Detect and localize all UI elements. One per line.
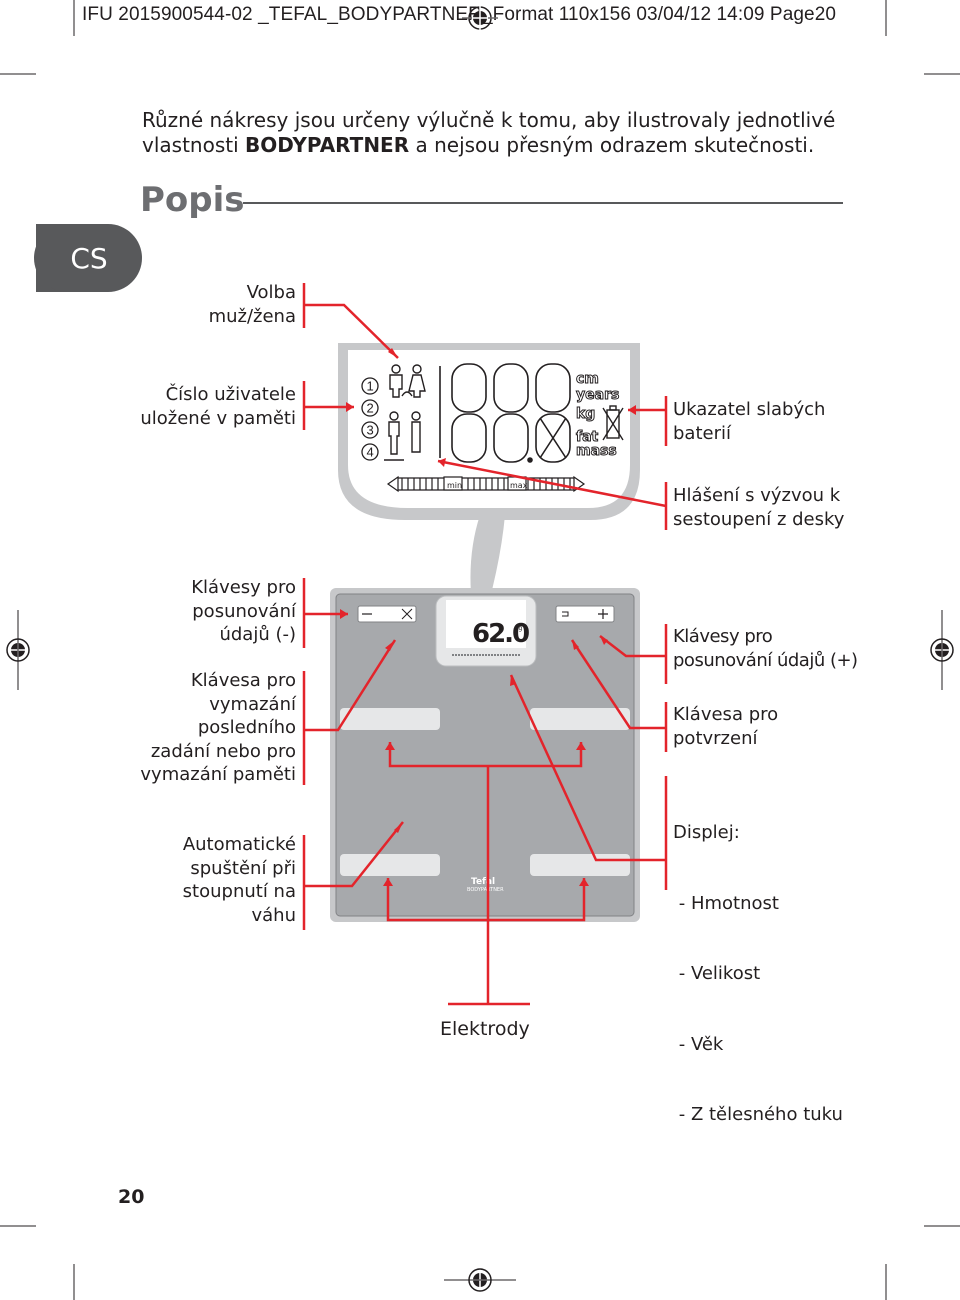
label-line: vymazání bbox=[209, 693, 296, 715]
label-line: Klávesa pro bbox=[190, 670, 296, 691]
label-gender-select: Volba muž/žena bbox=[209, 281, 296, 328]
label-line: potvrzení bbox=[673, 727, 758, 749]
registration-mark-top bbox=[462, 0, 498, 36]
label-line: Klávesa pro bbox=[673, 704, 779, 725]
user-4-label: 4 bbox=[367, 445, 374, 460]
lcd-digits bbox=[439, 363, 571, 463]
electrode-bottom-right bbox=[530, 854, 630, 876]
label-electrodes: Elektrody bbox=[440, 1018, 530, 1040]
unit-kg: kg bbox=[576, 406, 595, 422]
callout-arrowheads bbox=[340, 348, 636, 886]
intro-text-2: a nejsou přesným odrazem skutečnosti. bbox=[409, 133, 815, 157]
electrode-bottom-left bbox=[340, 854, 440, 876]
user-2-label: 2 bbox=[367, 401, 374, 416]
label-line: Číslo uživatele bbox=[165, 384, 296, 405]
label-line: Displej: bbox=[673, 822, 740, 843]
label-line: zadání nebo pro bbox=[150, 740, 296, 762]
electrode-top-right bbox=[530, 708, 630, 730]
label-scroll-minus: Klávesy pro posunování údajů (-) bbox=[191, 576, 296, 647]
label-line: Klávesy pro bbox=[191, 577, 296, 598]
bar-max-label: max bbox=[510, 481, 528, 490]
label-line: údajů (-) bbox=[219, 624, 296, 645]
label-line: muž/žena bbox=[208, 305, 296, 327]
intro-paragraph: Různé nákresy jsou určeny výlučně k tomu… bbox=[142, 108, 862, 158]
scale-body: 62.0 kg Tefal BODYPARTNER bbox=[330, 588, 640, 922]
unit-years: years bbox=[576, 387, 619, 403]
page-number: 20 bbox=[118, 1186, 145, 1208]
label-low-battery: Ukazatel slabých baterií bbox=[673, 398, 825, 445]
label-scroll-plus: Klávesy pro posunování údajů (+) bbox=[673, 625, 858, 672]
registration-mark-bottom bbox=[444, 1268, 516, 1292]
label-line: Klávesy pro bbox=[673, 626, 773, 647]
intro-text-1: Různé nákresy jsou určeny výlučně k tomu… bbox=[142, 108, 836, 157]
unit-mass: mass bbox=[576, 443, 617, 459]
label-line: - Velikost bbox=[673, 963, 761, 984]
electrode-top-left bbox=[340, 708, 440, 730]
user-1-label: 1 bbox=[367, 379, 374, 394]
section-rule bbox=[243, 202, 843, 204]
label-line: baterií bbox=[673, 422, 731, 444]
language-tab: CS bbox=[34, 224, 142, 292]
battery-icon bbox=[602, 405, 624, 441]
registration-mark-left bbox=[6, 610, 30, 690]
label-line: Ukazatel slabých bbox=[673, 399, 826, 420]
label-line: vymazání paměti bbox=[140, 764, 296, 785]
label-clear-key: Klávesa pro vymazání posledního zadání n… bbox=[140, 669, 296, 787]
section-title: Popis bbox=[140, 180, 245, 220]
label-line: - Z tělesného tuku bbox=[673, 1104, 843, 1125]
label-line: posledního bbox=[197, 717, 296, 738]
label-auto-on: Automatické spuštění při stoupnutí na vá… bbox=[183, 833, 296, 927]
bar-min-label: min bbox=[447, 481, 462, 490]
label-line: Hlášení s výzvou k bbox=[673, 485, 841, 506]
intro-brand: BODYPARTNER bbox=[245, 133, 410, 157]
label-line: stoupnutí na bbox=[182, 881, 296, 902]
label-user-memory: Číslo uživatele uložené v paměti bbox=[140, 383, 296, 430]
callout-lines bbox=[302, 283, 668, 1006]
registration-mark-right bbox=[930, 610, 954, 690]
label-line: váhu bbox=[251, 904, 297, 926]
scale-left-keys bbox=[357, 605, 417, 623]
label-line: uložené v paměti bbox=[140, 407, 296, 429]
label-display: Displej: - Hmotnost - Velikost - Věk - Z… bbox=[673, 774, 843, 1150]
label-line: spuštění při bbox=[190, 857, 296, 879]
label-line: Automatické bbox=[182, 834, 296, 855]
scale-brand: Tefal bbox=[471, 877, 495, 887]
scale-display-value: 62.0 bbox=[472, 619, 529, 649]
scale-model: BODYPARTNER bbox=[467, 887, 504, 893]
label-line: Volba bbox=[246, 282, 296, 303]
label-step-off: Hlášení s výzvou k sestoupení z desky bbox=[673, 484, 844, 531]
print-header: IFU 2015900544-02 _TEFAL_BODYPARTNER_For… bbox=[82, 4, 837, 25]
label-confirm-key: Klávesa pro potvrzení bbox=[673, 703, 778, 750]
user-3-label: 3 bbox=[367, 423, 374, 438]
unit-fat: fat bbox=[576, 429, 599, 445]
scale-right-keys bbox=[555, 605, 615, 623]
user-number-icons: 1 2 3 4 bbox=[361, 377, 379, 461]
label-line: - Hmotnost bbox=[673, 892, 779, 914]
lcd-panel: 1 2 3 4 cm years kg fat bbox=[338, 343, 640, 640]
label-line: posunování bbox=[192, 600, 296, 622]
scale-display-unit: kg bbox=[515, 625, 522, 632]
unit-cm: cm bbox=[576, 371, 599, 387]
label-line: sestoupení z desky bbox=[673, 508, 845, 530]
gender-icons bbox=[384, 364, 426, 461]
label-line: posunování údajů (+) bbox=[673, 649, 858, 671]
label-line: - Věk bbox=[673, 1033, 724, 1055]
